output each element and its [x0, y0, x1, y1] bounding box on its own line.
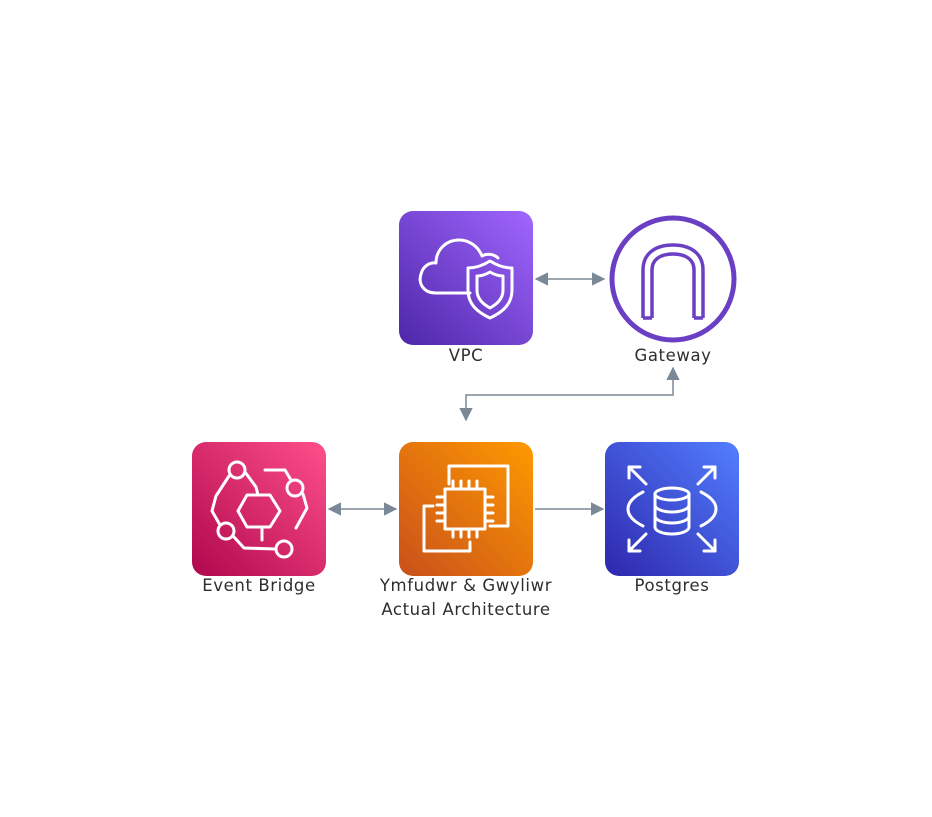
- vpc-cloud-shield-icon: [418, 238, 514, 320]
- gateway-ring: [609, 215, 737, 343]
- vpc-node[interactable]: VPC: [399, 211, 533, 365]
- postgres-tile: [605, 442, 739, 576]
- gateway-label: Gateway: [634, 346, 711, 365]
- rds-database-icon: [626, 465, 718, 553]
- app-tile: [399, 442, 533, 576]
- vpc-label: VPC: [449, 346, 484, 365]
- edge-gateway-app: [459, 366, 680, 422]
- eventbridge-icon: [210, 460, 309, 559]
- event-bridge-node[interactable]: Event Bridge: [192, 442, 326, 595]
- app-label-line2: Actual Architecture: [381, 600, 550, 619]
- app-label-line1: Ymfudwr & Gwyliwr: [379, 576, 552, 595]
- internet-gateway-arch-icon: [641, 243, 705, 320]
- event-bridge-tile: [192, 442, 326, 576]
- ec2-instance-chip-icon: [422, 464, 510, 553]
- event-bridge-label: Event Bridge: [202, 576, 316, 595]
- app-node[interactable]: Ymfudwr & Gwyliwr Actual Architecture: [379, 442, 552, 619]
- postgres-node[interactable]: Postgres: [605, 442, 739, 595]
- postgres-label: Postgres: [635, 576, 710, 595]
- gateway-node[interactable]: Gateway: [609, 215, 737, 365]
